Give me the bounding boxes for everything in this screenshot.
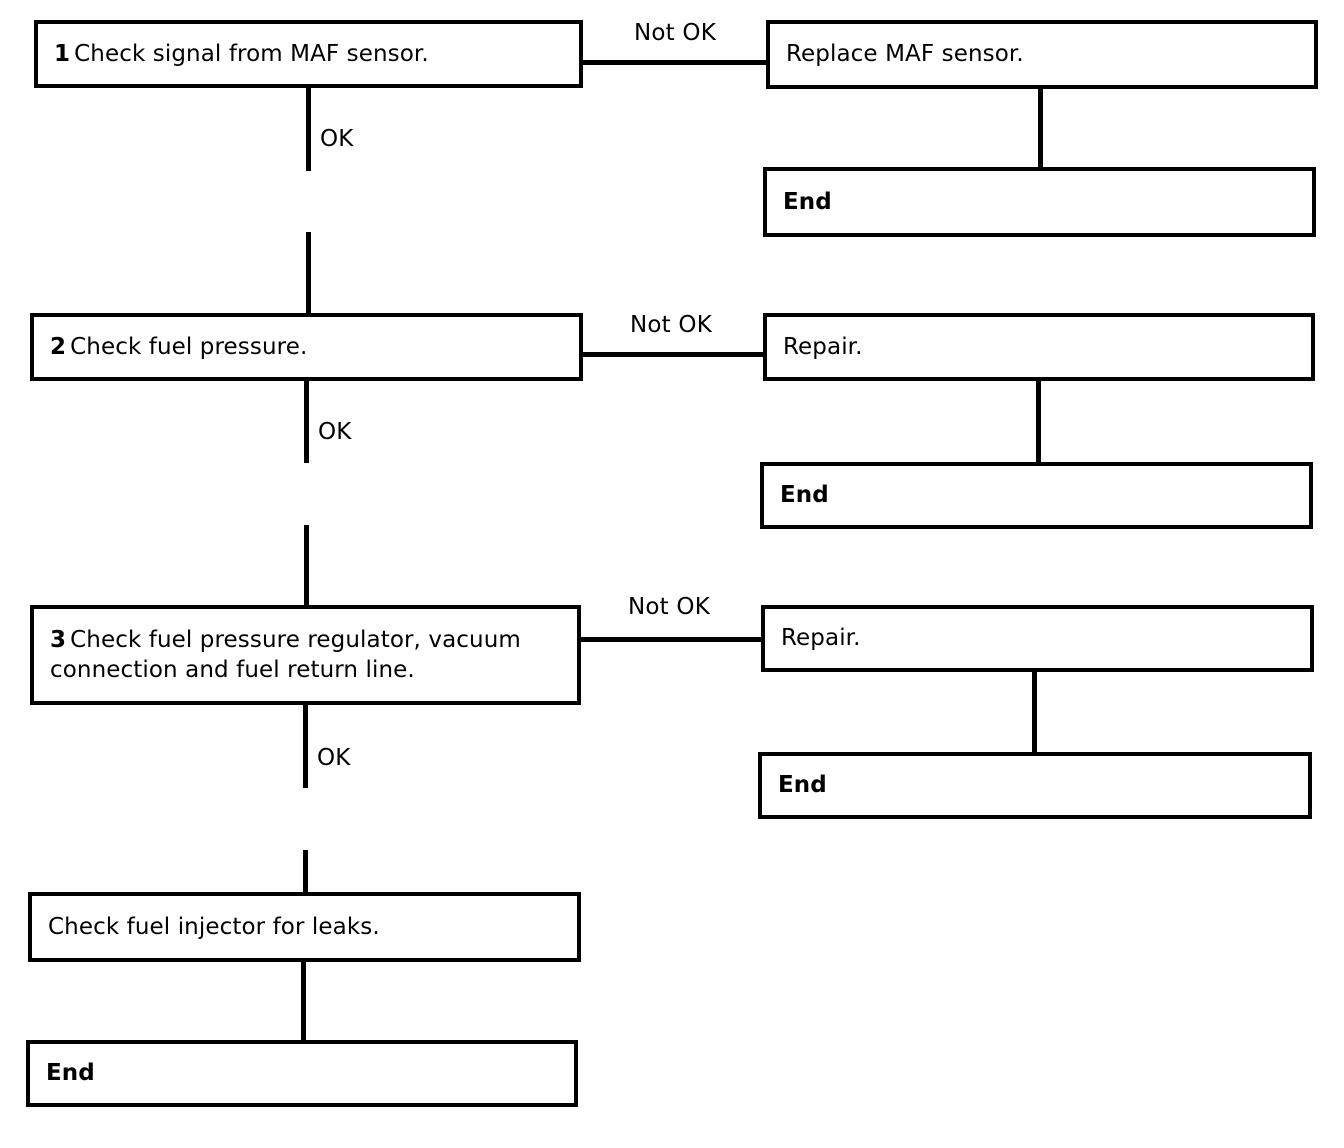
- node-step3-fail[interactable]: Repair.: [761, 605, 1314, 672]
- node-step3-end[interactable]: End: [758, 752, 1312, 819]
- node-final-end[interactable]: End: [26, 1040, 578, 1107]
- node-step4[interactable]: Check fuel injector for leaks.: [28, 892, 581, 962]
- edge-label-ok-2: OK: [318, 419, 352, 445]
- node-step2-fail[interactable]: Repair.: [763, 313, 1315, 381]
- connector-step3-to-fail: [581, 637, 763, 642]
- connector-step1fail-to-end: [1038, 86, 1043, 170]
- connector-step2-to-fail: [583, 352, 765, 357]
- node-step2-end[interactable]: End: [760, 462, 1313, 529]
- node-step1-end[interactable]: End: [763, 167, 1316, 237]
- node-step2-fail-label: Repair.: [783, 333, 863, 360]
- node-final-end-label: End: [46, 1060, 95, 1087]
- connector-step4-to-final-end: [301, 960, 306, 1042]
- connector-step1-to-step2-upper: [306, 86, 311, 171]
- connector-step2-to-step3-upper: [304, 379, 309, 463]
- node-step1-fail-label: Replace MAF sensor.: [786, 41, 1024, 68]
- edge-label-not-ok-1: Not OK: [634, 20, 716, 46]
- node-step3-fail-label: Repair.: [781, 625, 861, 652]
- connector-step3-to-step4-upper: [303, 703, 308, 788]
- edge-label-ok-1: OK: [320, 126, 354, 152]
- edge-label-ok-3: OK: [317, 745, 351, 771]
- node-step4-label: Check fuel injector for leaks.: [48, 913, 380, 940]
- node-step1-fail[interactable]: Replace MAF sensor.: [766, 20, 1318, 89]
- node-step3-label: Check fuel pressure regulator, vacuum co…: [50, 626, 521, 683]
- node-step1-number: 1: [54, 40, 71, 67]
- connector-step3fail-to-end: [1032, 670, 1037, 755]
- connector-step3-to-step4-lower: [303, 850, 308, 895]
- node-step3-number: 3: [50, 626, 67, 653]
- edge-label-not-ok-3: Not OK: [628, 594, 710, 620]
- node-step2-label: Check fuel pressure.: [70, 333, 308, 360]
- edge-label-not-ok-2: Not OK: [630, 312, 712, 338]
- connector-step2fail-to-end: [1036, 379, 1041, 463]
- connector-step2-to-step3-lower: [304, 525, 309, 607]
- node-step1-end-label: End: [783, 188, 832, 215]
- connector-step1-to-step2-lower: [306, 232, 311, 315]
- node-step2-end-label: End: [780, 482, 829, 509]
- node-step1-label: Check signal from MAF sensor.: [74, 40, 429, 67]
- node-step3-end-label: End: [778, 772, 827, 799]
- node-step2-number: 2: [50, 333, 67, 360]
- connector-step1-to-fail: [583, 60, 768, 65]
